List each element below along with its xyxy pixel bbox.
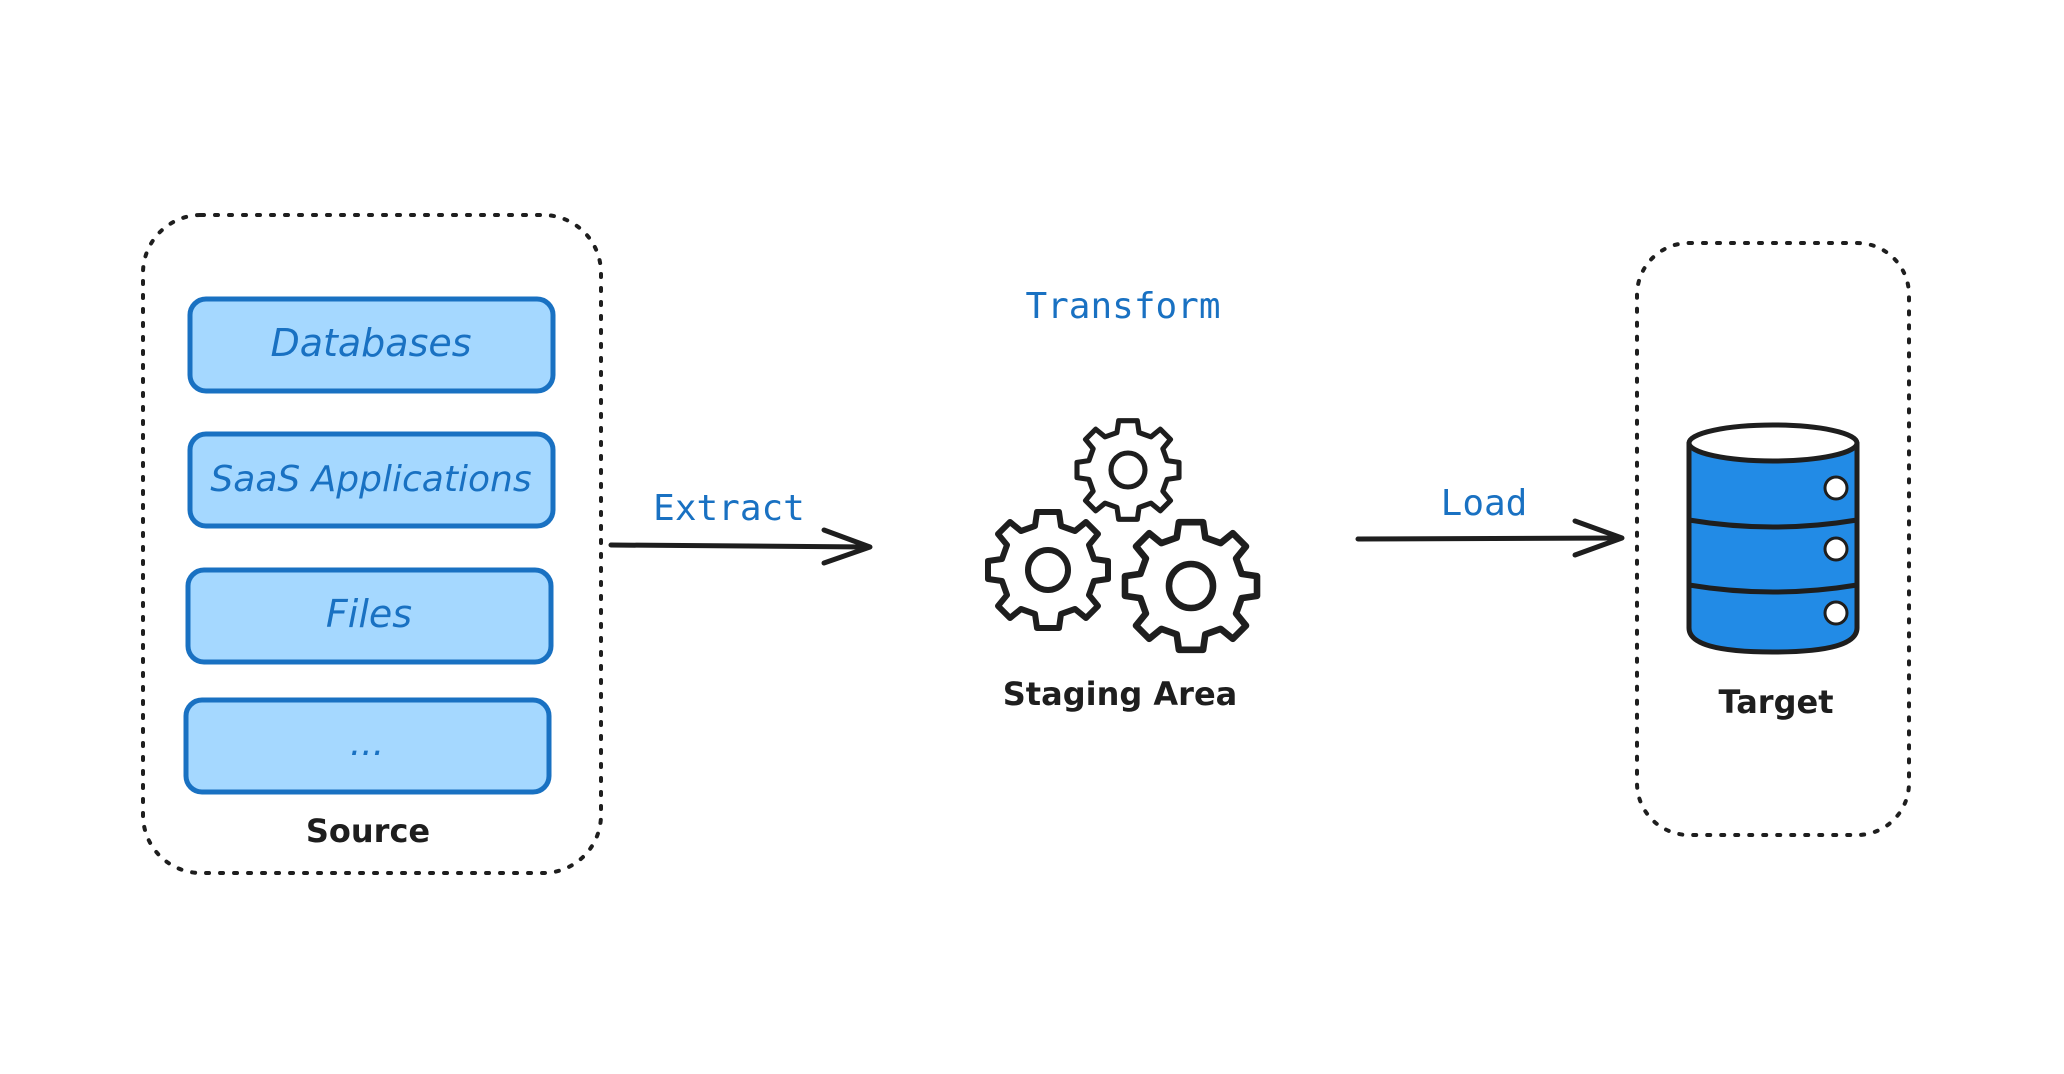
staging-label: Staging Area: [1003, 675, 1237, 713]
source-item-saas: SaaS Applications: [187, 431, 556, 529]
source-item-files: Files: [185, 567, 554, 665]
extract-label: Extract: [653, 488, 805, 529]
extract-arrow: [608, 527, 873, 566]
gear-small-icon: [1077, 421, 1179, 520]
source-label: Source: [306, 812, 430, 850]
source-item-more: ...: [183, 697, 552, 795]
db-indicator-icon: [1823, 600, 1849, 626]
db-indicator-icon: [1823, 475, 1849, 501]
source-item-label: SaaS Applications: [210, 459, 531, 500]
database-icon: [1686, 422, 1860, 655]
target-container: [1635, 241, 1911, 837]
gears-icon: [988, 421, 1257, 650]
transform-label: Transform: [1025, 286, 1220, 327]
source-item-label: Databases: [270, 321, 471, 365]
source-item-label: Files: [326, 592, 412, 636]
db-indicator-icon: [1823, 536, 1849, 562]
source-item-databases: Databases: [187, 296, 556, 394]
gear-left-icon: [988, 512, 1108, 628]
source-container: [141, 213, 603, 875]
load-label: Load: [1441, 483, 1528, 524]
load-arrow: [1355, 518, 1625, 558]
target-label: Target: [1719, 683, 1834, 721]
source-item-label: ...: [350, 723, 384, 764]
gear-large-icon: [1125, 522, 1257, 650]
